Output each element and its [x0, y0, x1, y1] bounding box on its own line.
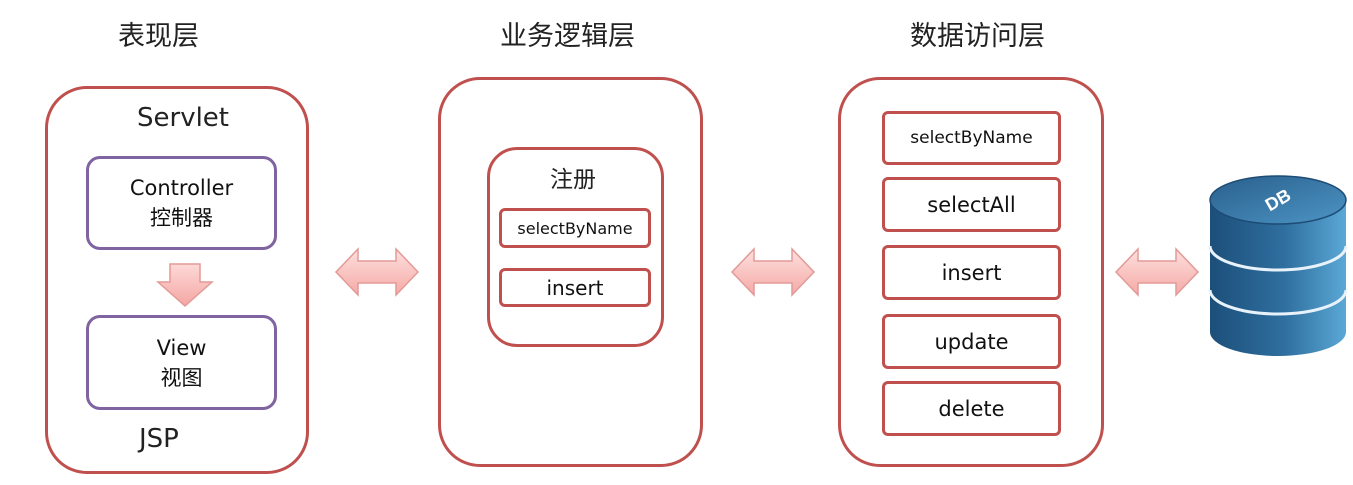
data-method-selectbyname: selectByName: [882, 111, 1061, 165]
servlet-label: Servlet: [137, 103, 229, 133]
view-box: View 视图: [86, 315, 277, 410]
business-layer-title: 业务逻辑层: [500, 21, 635, 52]
data-method-insert: insert: [882, 245, 1061, 300]
presentation-layer-title: 表现层: [118, 21, 199, 52]
data-method-update: update: [882, 314, 1061, 369]
jsp-label: JSP: [139, 424, 179, 454]
register-title: 注册: [550, 167, 596, 193]
business-method-selectbyname: selectByName: [499, 208, 651, 248]
data-method-delete: delete: [882, 381, 1061, 436]
down-arrow-icon: [156, 263, 214, 308]
business-method-insert: insert: [499, 268, 651, 307]
view-label-cn: 视图: [160, 365, 203, 390]
data-access-layer-title: 数据访问层: [910, 21, 1045, 52]
data-method-selectall: selectAll: [882, 177, 1061, 232]
database-icon: DB: [1208, 175, 1348, 356]
controller-box: Controller 控制器: [86, 156, 277, 250]
view-label-en: View: [156, 335, 207, 360]
controller-label-cn: 控制器: [150, 206, 213, 230]
double-arrow-icon: [730, 247, 816, 297]
double-arrow-icon: [1114, 247, 1200, 297]
controller-label-en: Controller: [129, 176, 234, 200]
double-arrow-icon: [334, 247, 420, 297]
